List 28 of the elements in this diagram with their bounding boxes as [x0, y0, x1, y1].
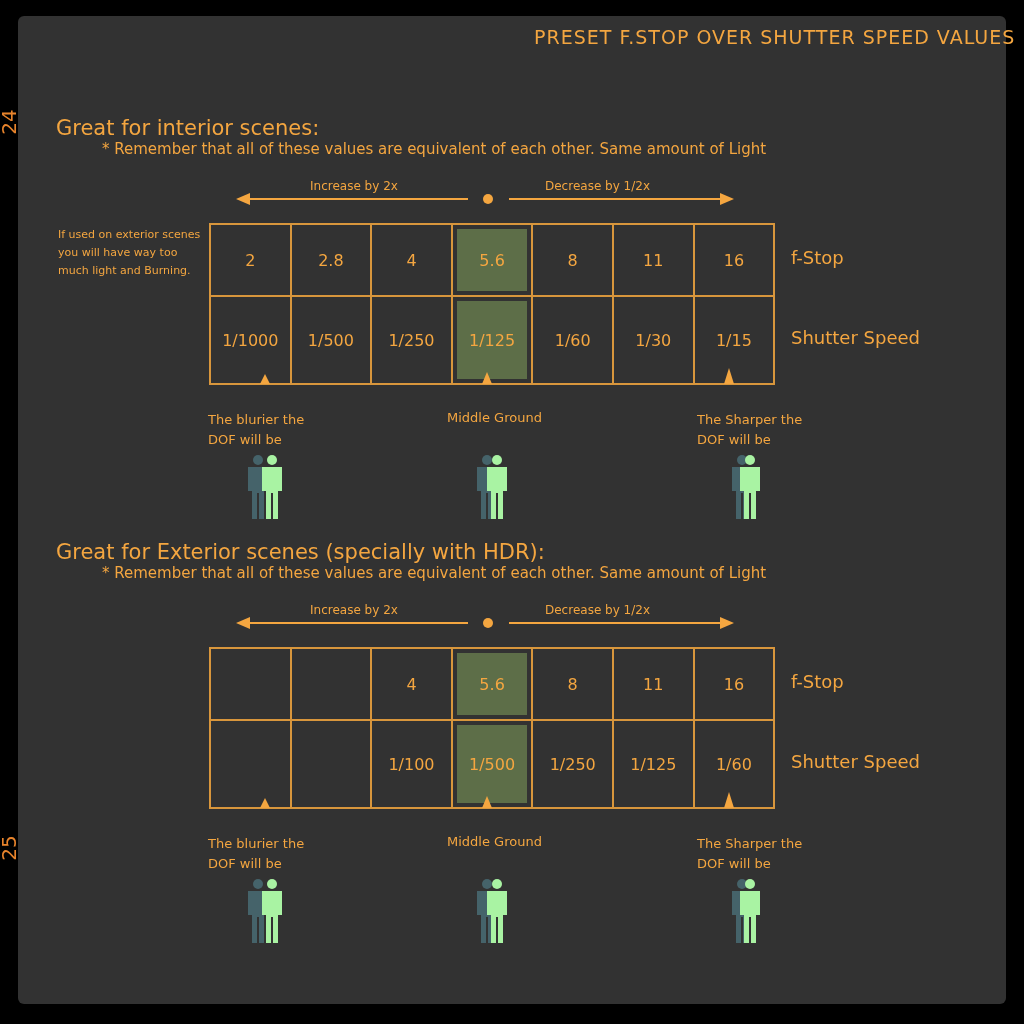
arrow-label: Increase by 2x	[310, 179, 398, 193]
table-cell: 1/1000	[209, 295, 292, 385]
table-cell: 1/60	[692, 719, 776, 809]
frame-number: 24	[0, 109, 21, 135]
caption-text: The Sharper the DOF will be	[697, 835, 804, 873]
row-label: f-Stop	[791, 247, 844, 268]
table-cell: 16	[692, 647, 776, 721]
section-heading: Great for interior scenes:	[56, 116, 320, 140]
title: PRESET F.STOP OVER SHUTTER SPEED VALUES	[534, 26, 1016, 48]
table-cell: 16	[692, 223, 776, 297]
arrow-label: Decrease by 1/2x	[545, 603, 651, 617]
caption-text: Middle Ground	[447, 834, 542, 849]
table-cell: 1/15	[692, 295, 776, 385]
frame-number: 25	[0, 835, 21, 861]
arrow-label: Increase by 2x	[310, 603, 398, 617]
section-heading: Great for Exterior scenes (specially with HDR):	[56, 540, 545, 564]
caption-text: The blurier the DOF will be	[208, 835, 306, 873]
caption-text: The blurier the DOF will be	[208, 411, 306, 449]
note-text: * Remember that all of these values are equivalent of each other. Same amount of Light	[102, 564, 767, 582]
table-cell: 2	[209, 223, 292, 297]
row-label: f-Stop	[791, 671, 844, 692]
arrow-label: Decrease by 1/2x	[545, 179, 651, 193]
caption-text: Middle Ground	[447, 410, 542, 425]
side-note: If used on exterior scenes you will have way too much light and Burning.	[58, 227, 202, 279]
caption-text: The Sharper the DOF will be	[697, 411, 804, 449]
note-text: * Remember that all of these values are equivalent of each other. Same amount of Light	[102, 140, 767, 158]
row-label: Shutter Speed	[791, 751, 920, 772]
row-label: Shutter Speed	[791, 327, 920, 348]
